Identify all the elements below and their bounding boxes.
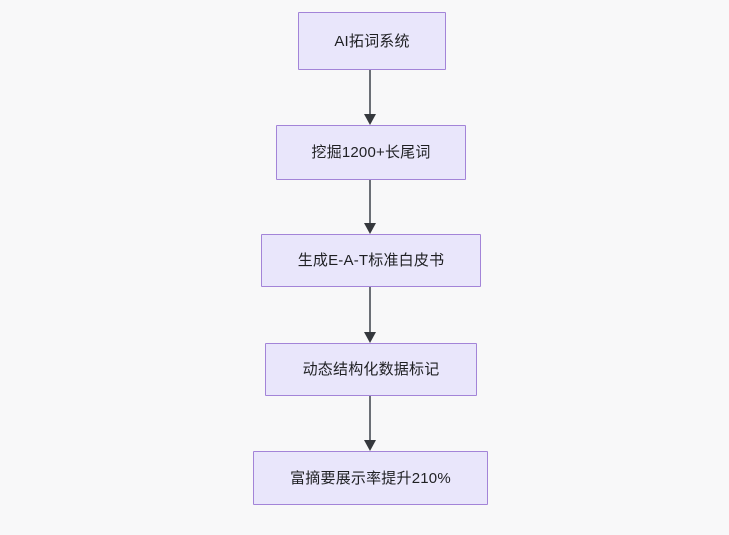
edge-n4-n5	[364, 396, 376, 451]
flowchart-node-ai-keyword-system[interactable]: AI拓词系统	[298, 12, 446, 70]
flowchart-node-rich-snippet-impression-lift[interactable]: 富摘要展示率提升210%	[253, 451, 488, 505]
node-label: 挖掘1200+长尾词	[311, 144, 431, 161]
edge-n1-n2	[364, 70, 376, 125]
edge-n2-n3	[364, 180, 376, 234]
flowchart-node-generate-eat-whitepaper[interactable]: 生成E-A-T标准白皮书	[261, 234, 481, 287]
flowchart-node-mine-longtail-keywords[interactable]: 挖掘1200+长尾词	[276, 125, 466, 180]
edge-n3-n4	[364, 287, 376, 343]
node-label: 生成E-A-T标准白皮书	[297, 252, 445, 269]
node-label: 动态结构化数据标记	[302, 361, 440, 378]
node-label: AI拓词系统	[334, 32, 410, 50]
node-label: 富摘要展示率提升210%	[290, 469, 451, 487]
flowchart-node-dynamic-structured-data-markup[interactable]: 动态结构化数据标记	[265, 343, 477, 396]
